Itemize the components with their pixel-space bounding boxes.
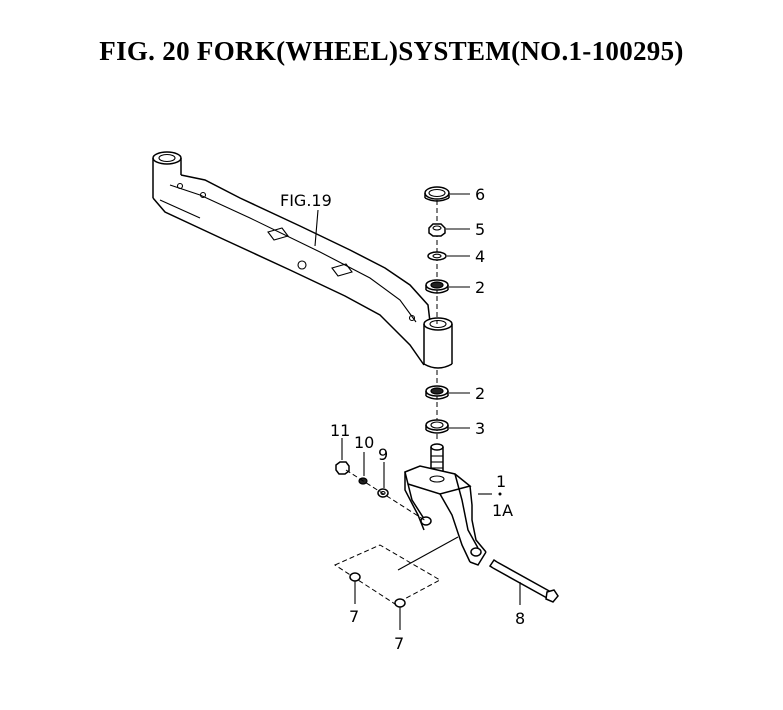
part-5-nut <box>428 223 470 237</box>
part-8-axle-bolt <box>488 558 559 605</box>
axle-beam <box>152 151 453 369</box>
callout-3: 3 <box>475 419 485 438</box>
part-3-seal <box>425 419 470 434</box>
part-2-bearing-lower <box>425 385 470 400</box>
callout-7-left: 7 <box>349 607 359 626</box>
callout-2-lower: 2 <box>475 384 485 403</box>
callout-11: 11 <box>330 421 350 440</box>
part-6-seal <box>424 186 470 202</box>
callout-2-upper: 2 <box>475 278 485 297</box>
callout-9: 9 <box>378 445 388 464</box>
part-1-fork <box>404 443 502 566</box>
callout-5: 5 <box>475 220 485 239</box>
callout-1a: 1A <box>492 501 513 520</box>
callout-4: 4 <box>475 247 485 266</box>
part-7-bushing-left <box>349 572 361 604</box>
part-11-nut <box>335 461 350 475</box>
callout-10: 10 <box>354 433 374 452</box>
callout-7-right: 7 <box>394 634 404 653</box>
wheel-placeholder <box>333 536 459 605</box>
callout-8: 8 <box>515 609 525 628</box>
fig19-reference-label: FIG.19 <box>280 191 332 210</box>
callout-6: 6 <box>475 185 485 204</box>
callout-1: 1 <box>496 472 506 491</box>
part-2-bearing-upper <box>425 279 470 294</box>
part-4-washer <box>427 251 470 261</box>
figure-title: FIG. 20 FORK(WHEEL)SYSTEM(NO.1-100295) <box>99 36 684 66</box>
part-7-bushing-right <box>394 598 406 630</box>
